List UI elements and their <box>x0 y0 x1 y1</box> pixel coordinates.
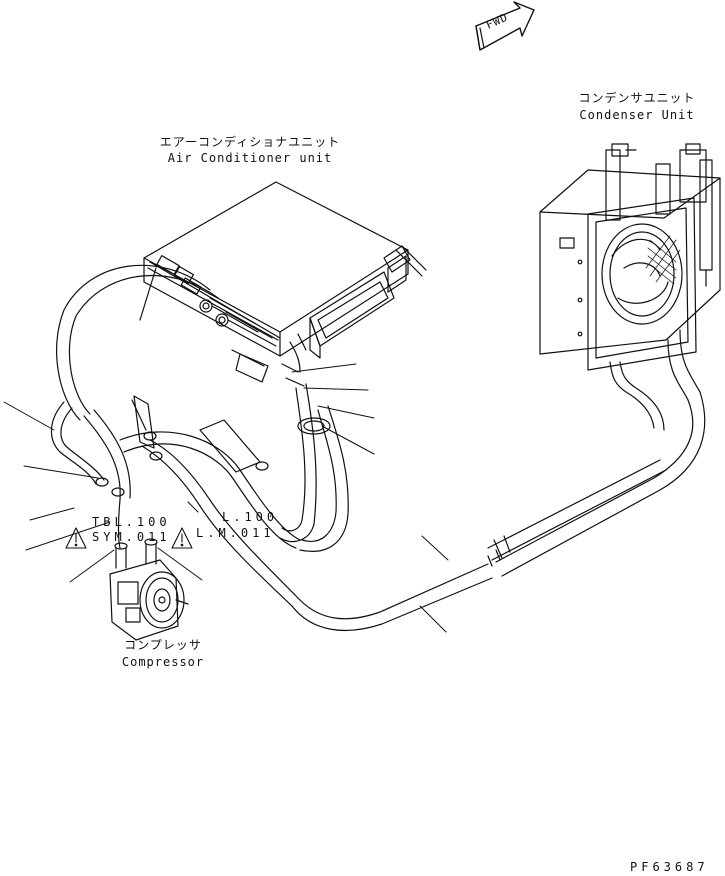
compressor-label-jp: コンプレッサ <box>124 638 202 652</box>
compressor <box>109 538 189 641</box>
condenser-label-jp: コンデンサユニット <box>578 91 696 105</box>
warning-triangle-icon <box>171 527 193 549</box>
air-conditioner-unit <box>143 181 427 383</box>
refrigerant-hoses <box>50 264 706 632</box>
warning-code: L.100 <box>222 510 279 524</box>
air-conditioner-label-jp: エアーコンディショナユニット <box>159 135 341 149</box>
warning-triangle-icon <box>65 527 87 549</box>
warning-code: L.M.011 <box>196 526 275 540</box>
drawing-number: PF63687 <box>630 860 709 874</box>
condenser-unit <box>539 143 721 371</box>
warning-code: SYM.011 <box>92 530 171 544</box>
warning-code: TBL.100 <box>92 515 171 529</box>
air-conditioner-label-en: Air Conditioner unit <box>167 151 333 165</box>
compressor-label-en: Compressor <box>121 655 205 669</box>
fwd-arrow-icon <box>475 1 535 51</box>
condenser-label-en: Condenser Unit <box>579 108 695 122</box>
leader-lines <box>3 363 449 633</box>
